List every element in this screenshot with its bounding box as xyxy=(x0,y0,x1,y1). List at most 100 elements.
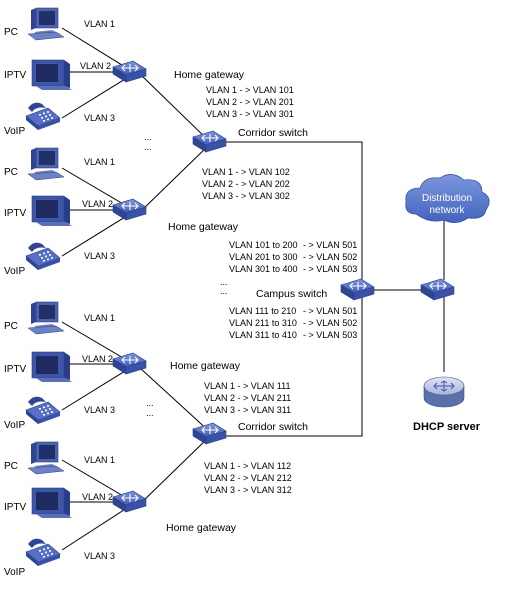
vlan2-link-label: VLAN 2 xyxy=(82,199,113,209)
mapping-target: - > VLAN 503 xyxy=(303,264,357,274)
corridor-switch-icon xyxy=(192,422,227,445)
mapping-range: VLAN 301 to 400 xyxy=(229,264,298,274)
iptv-label: IPTV xyxy=(4,502,27,513)
link-voip-gw2 xyxy=(61,213,131,257)
mapping-line: VLAN 1 - > VLAN 112 xyxy=(204,461,291,471)
link-gw2-corridor1 xyxy=(139,143,211,213)
mapping-range: VLAN 311 to 410 xyxy=(229,330,297,340)
pc-icon xyxy=(27,441,65,475)
cloud-label-line2: network xyxy=(429,205,465,216)
mapping-range: VLAN 211 to 310 xyxy=(229,318,297,328)
vlan1-link-label: VLAN 1 xyxy=(84,19,115,29)
iptv-label: IPTV xyxy=(4,364,27,375)
ellipsis: ... xyxy=(146,408,154,418)
iptv-label: IPTV xyxy=(4,70,27,81)
corridor-switch-label: Corridor switch xyxy=(238,421,308,433)
mapping-line: VLAN 1 - > VLAN 111 xyxy=(204,381,290,391)
mapping-line: VLAN 2 - > VLAN 211 xyxy=(204,393,291,403)
phone-icon xyxy=(25,242,61,271)
vlan1-link-label: VLAN 1 xyxy=(84,313,115,323)
gateway1-mapping: VLAN 1 - > VLAN 101 VLAN 2 - > VLAN 201 … xyxy=(206,85,294,119)
voip-label: VoIP xyxy=(4,567,25,578)
vlan2-link-label: VLAN 2 xyxy=(80,61,111,71)
mapping-line: VLAN 3 - > VLAN 312 xyxy=(204,485,292,495)
mapping-range: VLAN 111 to 210 xyxy=(229,306,296,316)
phone-icon xyxy=(25,538,61,567)
connection-lines xyxy=(61,27,445,551)
link-voip-gw1 xyxy=(61,75,131,119)
iptv-label: IPTV xyxy=(4,208,27,219)
vlan3-link-label: VLAN 3 xyxy=(84,113,115,123)
link-pc-gw4 xyxy=(61,459,131,501)
distribution-network-cloud: Distribution network xyxy=(405,174,490,223)
gateway4-mapping: VLAN 1 - > VLAN 112 VLAN 2 - > VLAN 212 … xyxy=(204,461,292,495)
link-pc-gw2 xyxy=(61,167,131,209)
mapping-line: VLAN 2 - > VLAN 201 xyxy=(206,97,294,107)
link-gw3-corridor2 xyxy=(139,367,211,433)
voip-label: VoIP xyxy=(4,266,25,277)
link-gw4-corridor2 xyxy=(139,435,211,505)
link-corridor2-campus xyxy=(222,296,363,437)
link-corridor1-campus xyxy=(222,141,363,280)
pc-label: PC xyxy=(4,167,18,178)
voip-label: VoIP xyxy=(4,126,25,137)
mapping-target: - > VLAN 502 xyxy=(303,252,357,262)
gateway3-mapping: VLAN 1 - > VLAN 111 VLAN 2 - > VLAN 211 … xyxy=(204,381,291,415)
mapping-line: VLAN 1 - > VLAN 101 xyxy=(206,85,294,95)
home-gateway-label: Home gateway xyxy=(174,69,245,81)
pc-label: PC xyxy=(4,321,18,332)
tv-icon xyxy=(31,487,73,519)
mapping-target: - > VLAN 501 xyxy=(303,240,357,250)
home-gateway-switch-icon xyxy=(112,198,147,221)
vlan2-link-label: VLAN 2 xyxy=(82,492,113,502)
corridor-switch-icon xyxy=(192,130,227,153)
pc-icon xyxy=(27,147,65,181)
campus-upper-mapping: VLAN 101 to 200 - > VLAN 501 VLAN 201 to… xyxy=(229,240,357,274)
ellipsis: ... xyxy=(146,398,154,408)
link-gw1-corridor1 xyxy=(139,73,211,143)
vlan1-link-label: VLAN 1 xyxy=(84,157,115,167)
link-pc-gw3 xyxy=(61,321,131,363)
vlan3-link-label: VLAN 3 xyxy=(84,405,115,415)
cloud-label-line1: Distribution xyxy=(422,193,472,204)
home-gateway-label: Home gateway xyxy=(166,522,237,534)
home-gateway-label: Home gateway xyxy=(170,360,241,372)
tv-icon xyxy=(31,351,73,383)
pc-label: PC xyxy=(4,27,18,38)
pc-label: PC xyxy=(4,461,18,472)
vlan3-link-label: VLAN 3 xyxy=(84,551,115,561)
home-gateway-switch-icon xyxy=(112,60,147,83)
link-voip-gw4 xyxy=(61,505,131,551)
link-voip-gw3 xyxy=(61,367,131,411)
corridor-switch-label: Corridor switch xyxy=(238,127,308,139)
ellipsis: ... xyxy=(220,286,228,296)
campus-switch-label: Campus switch xyxy=(256,288,327,300)
mapping-target: - > VLAN 501 xyxy=(303,306,357,316)
mapping-line: VLAN 1 - > VLAN 102 xyxy=(202,167,290,177)
ellipsis: ... xyxy=(144,142,152,152)
phone-icon xyxy=(25,102,61,131)
ellipsis: ... xyxy=(220,277,228,287)
home-gateway-switch-icon xyxy=(112,490,147,513)
vlan2-link-label: VLAN 2 xyxy=(82,354,113,364)
gateway2-mapping: VLAN 1 - > VLAN 102 VLAN 2 - > VLAN 202 … xyxy=(202,167,290,201)
tv-icon xyxy=(31,59,73,91)
vlan1-link-label: VLAN 1 xyxy=(84,455,115,465)
voip-label: VoIP xyxy=(4,420,25,431)
pc-icon xyxy=(27,7,65,41)
tv-icon xyxy=(31,195,73,227)
vlan3-link-label: VLAN 3 xyxy=(84,251,115,261)
link-pc-gw1 xyxy=(61,27,131,71)
mapping-range: VLAN 101 to 200 xyxy=(229,240,298,250)
distribution-switch-icon xyxy=(420,278,455,301)
mapping-target: - > VLAN 502 xyxy=(303,318,357,328)
dhcp-router-icon xyxy=(423,376,465,408)
pc-icon xyxy=(27,301,65,335)
mapping-line: VLAN 3 - > VLAN 302 xyxy=(202,191,290,201)
campus-lower-mapping: VLAN 111 to 210 - > VLAN 501 VLAN 211 to… xyxy=(229,306,357,340)
mapping-target: - > VLAN 503 xyxy=(303,330,357,340)
dhcp-server-label: DHCP server xyxy=(413,421,481,433)
mapping-range: VLAN 201 to 300 xyxy=(229,252,298,262)
campus-switch-icon xyxy=(340,278,375,301)
